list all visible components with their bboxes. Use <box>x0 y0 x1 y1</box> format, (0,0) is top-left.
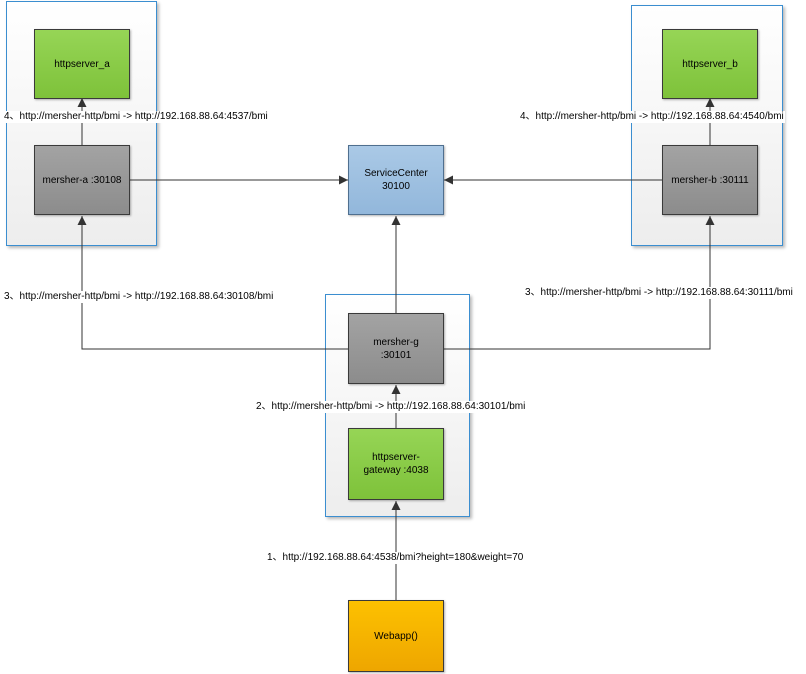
node-httpserver-gateway-port: gateway :4038 <box>363 465 429 476</box>
node-webapp-label: Webapp() <box>374 630 418 642</box>
node-servicecenter-port: 30100 <box>382 181 410 192</box>
edge-mersher-g-to-mersher-b <box>444 216 715 350</box>
edge-label-step4-right: 4、http://mersher-http/bmi -> http://192.… <box>519 111 785 123</box>
node-mersher-g: mersher-g :30101 <box>348 313 444 384</box>
node-mersher-b: mersher-b :30111 <box>662 145 758 215</box>
edge-label-step1: 1、http://192.168.88.64:4538/bmi?height=1… <box>266 552 525 564</box>
node-servicecenter-name: ServiceCenter <box>364 168 428 179</box>
node-httpserver-b: httpserver_b <box>662 29 758 99</box>
node-servicecenter: ServiceCenter 30100 <box>348 145 444 215</box>
node-mersher-a: mersher-a :30108 <box>34 145 130 215</box>
edge-label-step2: 2、http://mersher-http/bmi -> http://192.… <box>255 401 527 413</box>
edge-label-step4-left: 4、http://mersher-http/bmi -> http://192.… <box>3 111 269 123</box>
node-mersher-a-label: mersher-a :30108 <box>42 174 122 186</box>
node-httpserver-a: httpserver_a <box>34 29 130 99</box>
node-httpserver-b-label: httpserver_b <box>682 58 738 70</box>
node-webapp: Webapp() <box>348 600 444 672</box>
edge-mersher-g-to-mersher-a <box>77 216 348 350</box>
node-httpserver-a-label: httpserver_a <box>54 58 110 70</box>
node-mersher-g-name: mersher-g <box>373 336 419 348</box>
edge-label-step3-left: 3、http://mersher-http/bmi -> http://192.… <box>3 291 275 303</box>
node-httpserver-gateway-name: httpserver- <box>372 452 420 463</box>
edge-label-step3-right: 3、http://mersher-http/bmi -> http://192.… <box>524 287 794 299</box>
node-mersher-g-port: :30101 <box>380 349 412 361</box>
node-httpserver-gateway: httpserver- gateway :4038 <box>348 428 444 500</box>
node-mersher-b-label: mersher-b :30111 <box>671 174 749 186</box>
